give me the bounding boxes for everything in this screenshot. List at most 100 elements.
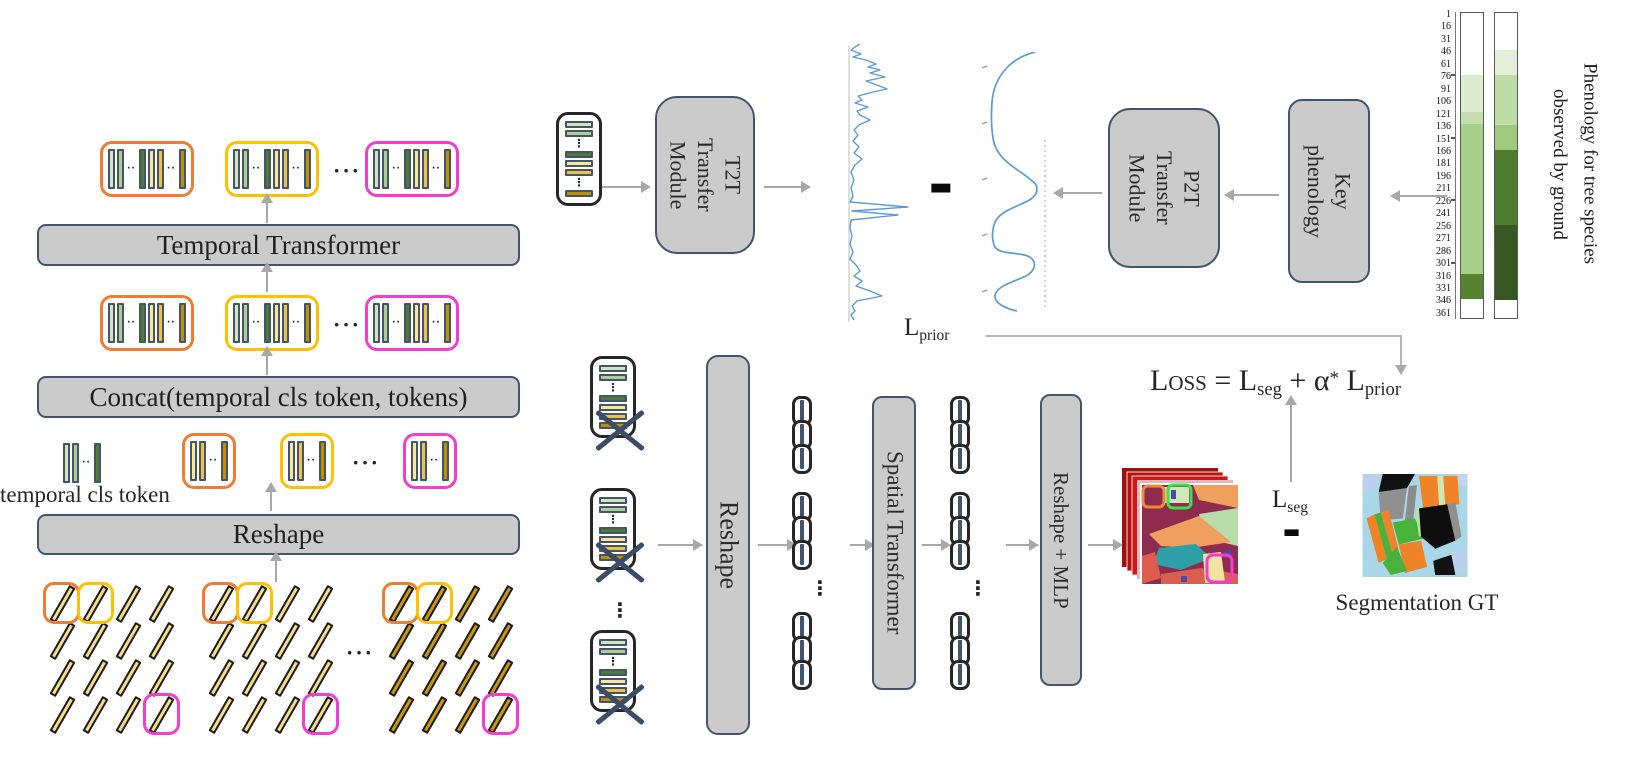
tick-label: 166 bbox=[1436, 145, 1451, 157]
ellipsis: ··· bbox=[333, 158, 362, 183]
phenology-segment bbox=[1461, 75, 1483, 112]
tick-label: 256 bbox=[1436, 220, 1451, 232]
concat-label: Concat(temporal cls token, tokens) bbox=[89, 381, 468, 412]
spatial-token-magenta bbox=[792, 660, 812, 690]
vertical-ellipsis: ⋮ bbox=[607, 513, 619, 526]
l-prior-label: Lprior bbox=[904, 314, 949, 345]
token-bar bbox=[272, 303, 280, 343]
t2t-transfer-module-box: T2T Transfer Module bbox=[655, 96, 755, 254]
token-bar bbox=[443, 149, 451, 189]
spatial-token-magenta bbox=[792, 540, 812, 570]
token-bar bbox=[318, 441, 326, 481]
patch-grid-3 bbox=[382, 582, 519, 735]
spatial-token-magenta bbox=[950, 540, 970, 570]
arrow-up-icon bbox=[265, 482, 277, 511]
loss-term-seg: L bbox=[1238, 364, 1258, 397]
tick-label: 361 bbox=[1436, 307, 1451, 319]
temporal-transformer-box: Temporal Transformer bbox=[37, 224, 520, 266]
arrow-down-icon bbox=[1395, 365, 1407, 375]
token-bar bbox=[117, 303, 124, 343]
phenology-segment bbox=[1495, 13, 1517, 50]
vertical-ellipsis: ⋮ bbox=[573, 176, 585, 189]
token-group-concat-yellow: ···· bbox=[225, 295, 319, 351]
spatial-token-magenta bbox=[950, 660, 970, 690]
token-bar bbox=[421, 303, 429, 343]
l-seg-subscript: seg bbox=[1287, 499, 1308, 516]
token-bar bbox=[281, 149, 289, 189]
ellipsis-small: ·· bbox=[127, 318, 136, 328]
tick-label: 241 bbox=[1436, 208, 1451, 220]
token-bar bbox=[373, 303, 380, 343]
ellipsis-small: ·· bbox=[431, 318, 441, 328]
phenology-segment bbox=[1495, 300, 1517, 318]
p2t-line: Module bbox=[1124, 153, 1150, 223]
minus-sign: - bbox=[1282, 503, 1302, 557]
temporal-signal-plot bbox=[848, 44, 909, 322]
patch-highlight-magenta bbox=[143, 693, 180, 735]
masked-token-stack-magenta: ⋮ bbox=[590, 630, 645, 726]
phenology-axis-line bbox=[1455, 12, 1456, 319]
token-bar bbox=[958, 496, 962, 517]
tick-mark bbox=[1451, 137, 1455, 139]
loss-star: * bbox=[1329, 368, 1340, 389]
loss-equals: = bbox=[1206, 364, 1239, 397]
token-group-yellow: ·· bbox=[280, 433, 334, 489]
minus-sign: - bbox=[928, 148, 954, 221]
phenology-prior-plot bbox=[981, 52, 1046, 312]
tick-label: 301 bbox=[1436, 258, 1451, 270]
loss-sub-prior: prior bbox=[1364, 379, 1402, 400]
l-seg-label: Lseg bbox=[1272, 486, 1308, 517]
tick-label: 46 bbox=[1441, 46, 1451, 58]
reshape-box-top: Reshape bbox=[37, 514, 520, 555]
arrow-right-icon bbox=[1088, 539, 1123, 551]
token-bar bbox=[800, 616, 804, 637]
patch-highlight-orange bbox=[382, 582, 419, 624]
t2t-line: T2T bbox=[720, 156, 746, 194]
patch-highlight-orange bbox=[43, 582, 80, 624]
arrow-right-icon bbox=[850, 539, 875, 551]
token-bar bbox=[156, 303, 164, 343]
t2t-line: Module bbox=[665, 140, 691, 210]
tick-label: 61 bbox=[1441, 58, 1451, 70]
ellipsis-small: ·· bbox=[291, 164, 301, 174]
phenology-caption-line: observed by ground bbox=[1549, 88, 1570, 240]
loss-term-prior: L bbox=[1339, 364, 1365, 397]
token-bar bbox=[800, 400, 804, 421]
token-bar bbox=[272, 149, 280, 189]
arrow-up-icon bbox=[261, 193, 273, 223]
ellipsis-small: ·· bbox=[166, 164, 176, 174]
token-bar bbox=[382, 149, 389, 189]
masked-token-stack-orange: ⋮ bbox=[590, 356, 645, 452]
tick-label: 331 bbox=[1436, 282, 1451, 294]
tick-label: 1 bbox=[1446, 9, 1451, 20]
loss-alpha: α bbox=[1313, 364, 1330, 397]
token-bar bbox=[412, 149, 420, 189]
segmentation-gt-image bbox=[1362, 474, 1468, 577]
ellipsis-small: ·· bbox=[307, 456, 316, 466]
token-bar bbox=[281, 303, 289, 343]
patch-highlight-yellow bbox=[416, 582, 453, 624]
token-bar bbox=[800, 664, 804, 685]
token-bar bbox=[242, 149, 249, 189]
patch-highlight-yellow bbox=[236, 582, 273, 624]
tick-label: 121 bbox=[1436, 108, 1451, 120]
patch-highlight-magenta bbox=[482, 693, 519, 735]
token-bar bbox=[138, 303, 146, 343]
token-bar bbox=[403, 303, 411, 343]
ellipsis: ··· bbox=[352, 450, 381, 475]
reshape-mlp-label: Reshape + MLP bbox=[1049, 471, 1074, 609]
tick-mark bbox=[1451, 199, 1455, 201]
token-bar bbox=[958, 640, 962, 661]
vertical-ellipsis: ⋮ bbox=[810, 576, 830, 600]
loss-formula: Loss = Lseg + α* Lprior bbox=[1150, 364, 1401, 401]
token-bar bbox=[599, 374, 627, 381]
tick-label: 286 bbox=[1436, 245, 1451, 257]
arrow-right-icon bbox=[922, 539, 951, 551]
temporal-transformer-label: Temporal Transformer bbox=[156, 229, 401, 260]
l-prior-connector-line bbox=[986, 335, 1402, 337]
arrow-right-icon bbox=[764, 181, 811, 193]
spatial-token-magenta bbox=[792, 444, 812, 474]
token-bar bbox=[220, 441, 228, 481]
tick-label: 31 bbox=[1441, 33, 1451, 45]
